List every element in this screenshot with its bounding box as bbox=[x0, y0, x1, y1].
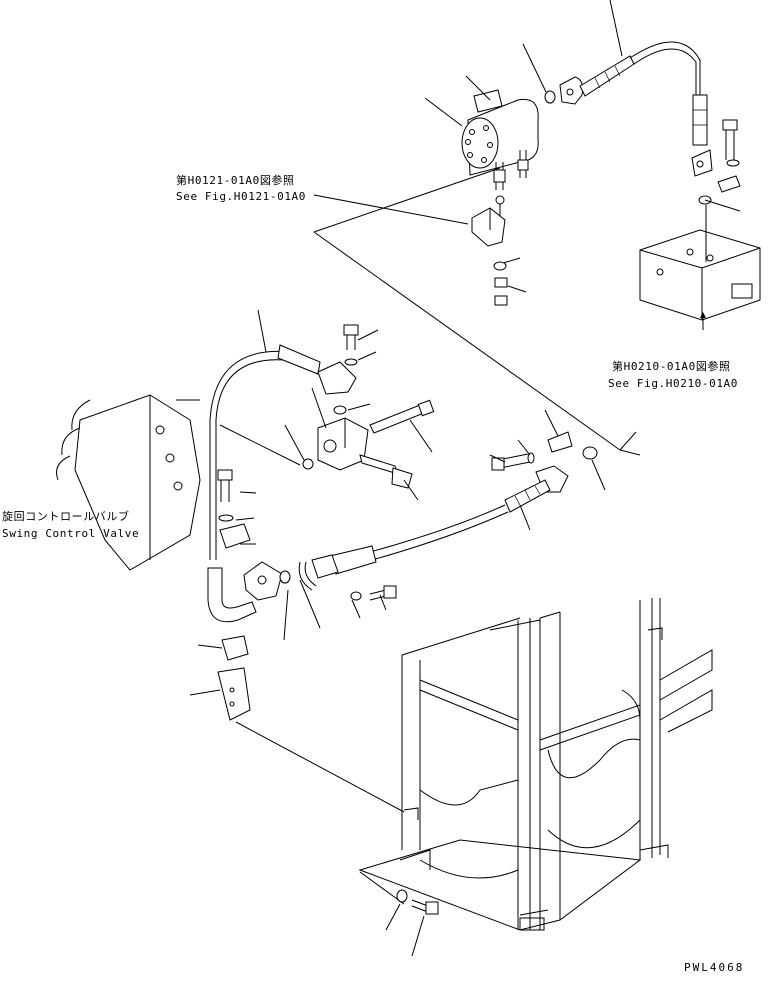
ref-top-left-en: See Fig.H0121-01A0 bbox=[176, 190, 307, 203]
clamp-stack-left bbox=[207, 469, 291, 721]
leader-lines-right-middle bbox=[489, 409, 606, 531]
swing-hose-right bbox=[298, 431, 598, 601]
control-valve-block-right bbox=[639, 205, 761, 330]
bottom-bolt-washer bbox=[385, 889, 439, 957]
revolving-frame bbox=[358, 598, 713, 931]
ref-right-en: See Fig.H0210-01A0 bbox=[608, 377, 739, 390]
swing-hose-assembly bbox=[209, 324, 435, 560]
ref-right-jp: 第H0210-01A0図参照 bbox=[612, 360, 731, 373]
swing-control-valve bbox=[56, 394, 201, 571]
leader-lines-middle bbox=[189, 309, 433, 696]
drawing-code: PWL4068 bbox=[684, 961, 745, 974]
swing-valve-en: Swing Control Valve bbox=[2, 527, 140, 540]
swing-valve-jp: 旋回コントロールバルブ bbox=[2, 510, 130, 523]
swivel-joint-assembly bbox=[461, 41, 741, 232]
ref-top-left-jp: 第H0121-01A0図参照 bbox=[176, 174, 295, 187]
ref-valve-small bbox=[471, 207, 508, 306]
leader-lines-top bbox=[313, 0, 741, 293]
